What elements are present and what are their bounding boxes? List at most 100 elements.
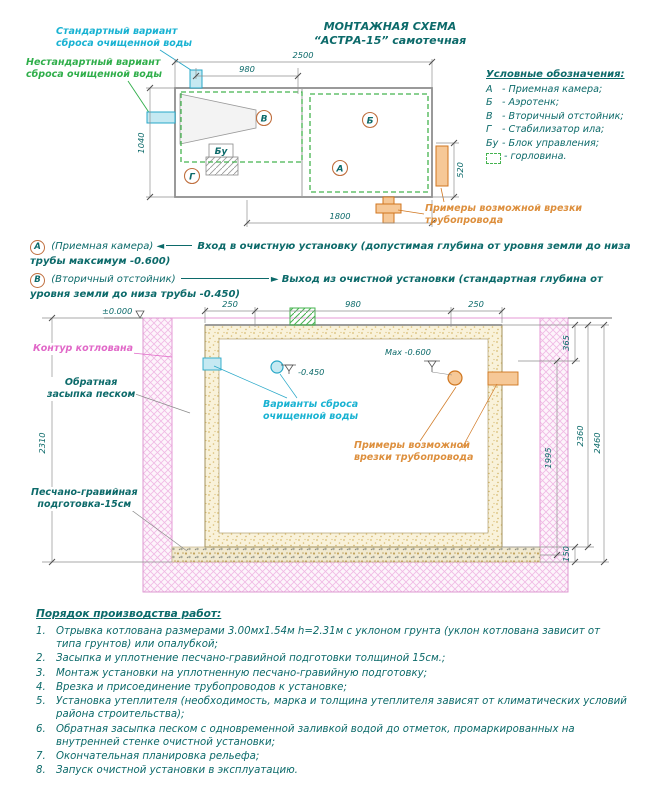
note-a-circle: А: [30, 240, 45, 255]
arrow-left-icon: ◄: [156, 241, 165, 252]
circle-letter-g: [183, 167, 201, 185]
section-tank-interior: [218, 338, 489, 534]
procedure-num-3: 3.: [36, 667, 46, 679]
procedure-item: 8.Запуск очистной установки в эксплуатац…: [36, 764, 628, 777]
legend-label-neck: - горловина.: [504, 151, 567, 163]
label-standard-line2: сброса очищенной воды: [56, 37, 193, 49]
dim-1800: 1800: [329, 211, 350, 221]
arrow-left-line: [166, 245, 193, 246]
procedure-text-5: Установка утеплителя (необходимость, мар…: [56, 696, 627, 721]
section-gravel-prep: [171, 546, 541, 563]
procedure-text-4: Врезка и присоединение трубопроводов к у…: [56, 681, 347, 693]
legend-item-a: А- Приемная камера;: [486, 84, 646, 96]
note-v-text: Выход из очистной установки (стандартная…: [30, 274, 603, 301]
note-outlet: В (Вторичный отстойник) ► Выход из очист…: [30, 273, 632, 301]
arrow-right-line: [180, 278, 269, 280]
legend-key-g: Г: [486, 124, 492, 136]
procedure-item: 1. Отрывка котлована размерами 3.00мх1.54…: [36, 625, 628, 652]
note-v-circle: В: [30, 273, 45, 289]
leader-nonstandard-discharge: [127, 80, 151, 115]
label-gravel-prep: Песчано-гравийная подготовка-15см: [30, 487, 139, 511]
procedure-text-6: Обратная засыпка песком с одновременной …: [56, 723, 575, 748]
label-nonstandard-line2: сброса очищенной воды: [26, 68, 163, 80]
label-standard-discharge: Стандартный вариант сброса очищенной вод…: [56, 26, 192, 49]
legend-key-v: В: [486, 110, 493, 122]
dim-365: 365: [561, 335, 571, 351]
note-a-text: Вход в очистную установку (допустимая гл…: [30, 241, 631, 267]
leader-max-level: [431, 371, 453, 376]
pipe-notes: А (Приемная камера) ◄ Вход в очистную ус…: [30, 240, 632, 306]
outlet-level-label: -0.450: [298, 367, 324, 377]
leader-insertion-4: [461, 383, 498, 449]
label-contour-text: Контур котлована: [33, 343, 134, 354]
label-insertion-line1: Примеры возможной врезки: [425, 203, 583, 214]
label-discharge-options: Варианты сброса очищенной воды: [262, 399, 359, 423]
leader-discharge-2: [213, 365, 288, 399]
label-nonstandard-discharge: Нестандартный вариант сброса очищенной в…: [26, 57, 162, 80]
leader-insertion-1: [440, 187, 445, 203]
dim-1995: 1995: [543, 447, 553, 468]
label-insertion2-line1: Примеры возможной: [354, 440, 470, 451]
procedure-text-8: Запуск очистной установки в эксплуатацию…: [56, 765, 298, 777]
legend-key-b: Б: [486, 97, 493, 109]
dim-980-section: 980: [345, 299, 361, 309]
plan-clarifier-funnel: [179, 93, 257, 145]
section-neck-marker: [289, 307, 316, 326]
plan-pipe-bottom-tee: [375, 203, 402, 214]
procedure-text-3: Монтаж установки на уплотненную песчано-…: [56, 667, 428, 679]
plan-letter-a: А: [336, 165, 344, 175]
legend-item-g: Г- Стабилизатор ила;: [486, 124, 646, 136]
label-standard-line1: Стандартный вариант: [56, 26, 178, 37]
legend-label-a: - Приемная камера;: [502, 84, 603, 95]
legend-item-bu: Бу- Блок управления;: [486, 138, 646, 150]
legend-item-v: В - Вторичный отстойник;: [486, 111, 646, 123]
max-level-label: Max -0.600: [385, 347, 431, 357]
label-prep-line1: Песчано-гравийная: [31, 487, 138, 498]
dim-2460: 2460: [592, 432, 602, 453]
arrow-right-icon: ►: [270, 274, 279, 286]
procedure-item: 6.Обратная засыпка песком с одновременно…: [36, 723, 628, 750]
plan-letter-v: В: [261, 115, 268, 125]
title-line2: “АСТРА-15” самотечная: [313, 33, 467, 47]
procedure-heading: Порядок производства работ:: [36, 608, 222, 620]
procedure-text-7: Окончательная планировка рельефа;: [56, 751, 260, 763]
label-nonstandard-line1: Нестандартный вариант: [26, 57, 161, 68]
dim-2360: 2360: [575, 425, 585, 446]
procedure-text-1: Отрывка котлована размерами 3.00мх1.54м …: [56, 625, 601, 651]
label-discharge-line2: очищенной воды: [263, 410, 359, 422]
procedure-num-5: 5.: [36, 696, 46, 708]
plan-letter-b: Б: [367, 117, 374, 127]
dim-2500: 2500: [292, 50, 313, 60]
work-procedure: Порядок производства работ: 1. Отрывка ко…: [36, 608, 628, 779]
level-flag-zero: [135, 310, 145, 319]
label-excavation-contour: Контур котлована: [32, 343, 135, 355]
plan-view-drawing: В Б А Г Бу 2500 980 1040 520: [127, 49, 465, 227]
dim-150: 150: [561, 546, 571, 562]
label-prep-line2: подготовка-15см: [37, 498, 132, 510]
procedure-num-1: 1.: [36, 625, 46, 637]
procedure-item: 2.Засыпка и уплотнение песчано-гравийной…: [36, 652, 628, 665]
procedure-item: 7.Окончательная планировка рельефа;: [36, 750, 628, 763]
legend-item-b: Б- Аэротенк;: [486, 97, 646, 109]
plan-control-unit-box: [208, 143, 234, 158]
note-inlet: А (Приемная камера) ◄ Вход в очистную ус…: [30, 240, 632, 268]
plan-pipe-nonstandard: [146, 111, 176, 124]
plan-letter-bu: Бу: [215, 147, 229, 157]
label-insertion2-line2: врезки трубопровода: [354, 451, 474, 463]
legend-heading: Условные обозначения:: [486, 69, 625, 80]
dim-250-left: 250: [222, 299, 238, 309]
dim-2310: 2310: [37, 432, 47, 453]
legend-label-v: - Вторичный отстойник;: [502, 110, 624, 122]
label-backfill: Обратная засыпка песком: [46, 377, 137, 401]
plan-neck-left: [180, 91, 303, 163]
plan-pipe-right: [435, 145, 449, 187]
label-backfill-line2: засыпка песком: [47, 388, 136, 400]
legend-item-neck: - горловина.: [486, 151, 646, 165]
section-pipe-right-stub: [487, 371, 519, 386]
label-discharge-line1: Варианты сброса: [263, 399, 359, 410]
plan-dimensions: 2500 980 1040 520 1800: [136, 50, 465, 227]
procedure-item: 3. Монтаж установки на уплотненную песчан…: [36, 667, 628, 680]
procedure-num-2: 2.: [36, 653, 46, 665]
circle-letter-v: [255, 109, 273, 127]
legend: Условные обозначения: А- Приемная камера…: [486, 68, 646, 165]
